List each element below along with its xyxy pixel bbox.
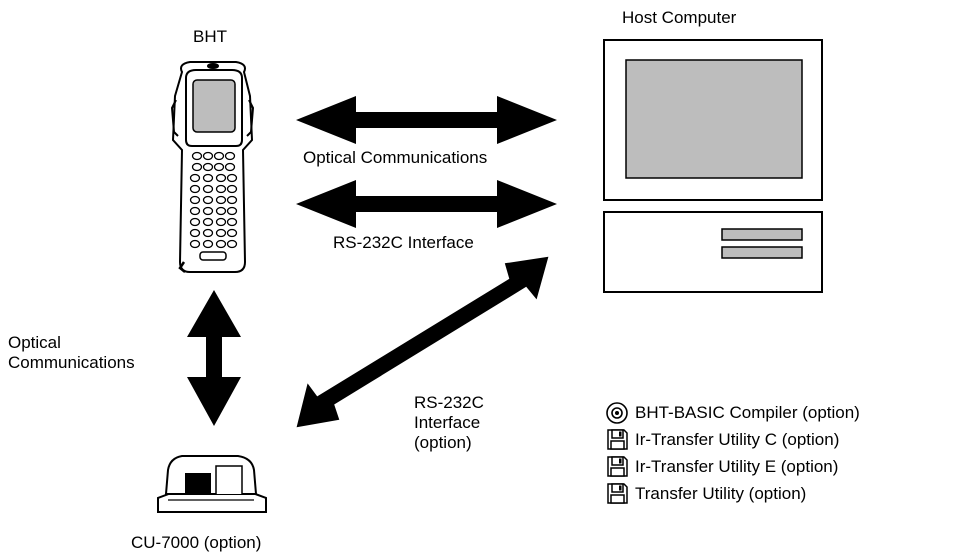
- optical-communications-label: Optical Communications: [303, 148, 488, 167]
- legend-item: Ir-Transfer Utility C (option): [606, 427, 839, 453]
- rs232c-option-label-line3: (option): [414, 433, 472, 452]
- floppy-disk-icon: [607, 456, 628, 477]
- cradle-host-rs232c-arrow: [296, 256, 549, 428]
- floppy-disk-icon: [607, 483, 628, 504]
- optical-label-line1: Optical: [8, 333, 61, 352]
- bht-terminal-image: [170, 61, 255, 273]
- host-computer-label: Host Computer: [622, 8, 737, 27]
- bht-cradle-optical-arrow: [187, 290, 241, 426]
- rs232c-option-label-line2: Interface: [414, 413, 481, 432]
- communications-label-line2: Communications: [8, 353, 135, 372]
- cd-icon: [606, 402, 628, 424]
- host-computer-image: [603, 39, 823, 293]
- cu-7000-label: CU-7000 (option): [131, 533, 262, 552]
- legend-item: Ir-Transfer Utility E (option): [606, 454, 838, 480]
- floppy-disk-icon: [607, 429, 628, 450]
- legend-label: Ir-Transfer Utility C (option): [635, 430, 840, 449]
- legend-label: BHT-BASIC Compiler (option): [635, 403, 860, 422]
- optical-communications-arrow: [296, 96, 557, 144]
- legend-label: Ir-Transfer Utility E (option): [635, 457, 839, 476]
- rs232c-interface-arrow: [296, 180, 557, 228]
- bht-label: BHT: [193, 27, 227, 46]
- cu-7000-cradle-image: [157, 455, 267, 513]
- rs232c-option-label-line1: RS-232C: [414, 393, 484, 412]
- legend-item: Transfer Utility (option): [606, 481, 806, 507]
- legend-item: BHT-BASIC Compiler (option): [606, 400, 860, 426]
- legend-label: Transfer Utility (option): [635, 484, 807, 503]
- rs232c-interface-label: RS-232C Interface: [333, 233, 474, 252]
